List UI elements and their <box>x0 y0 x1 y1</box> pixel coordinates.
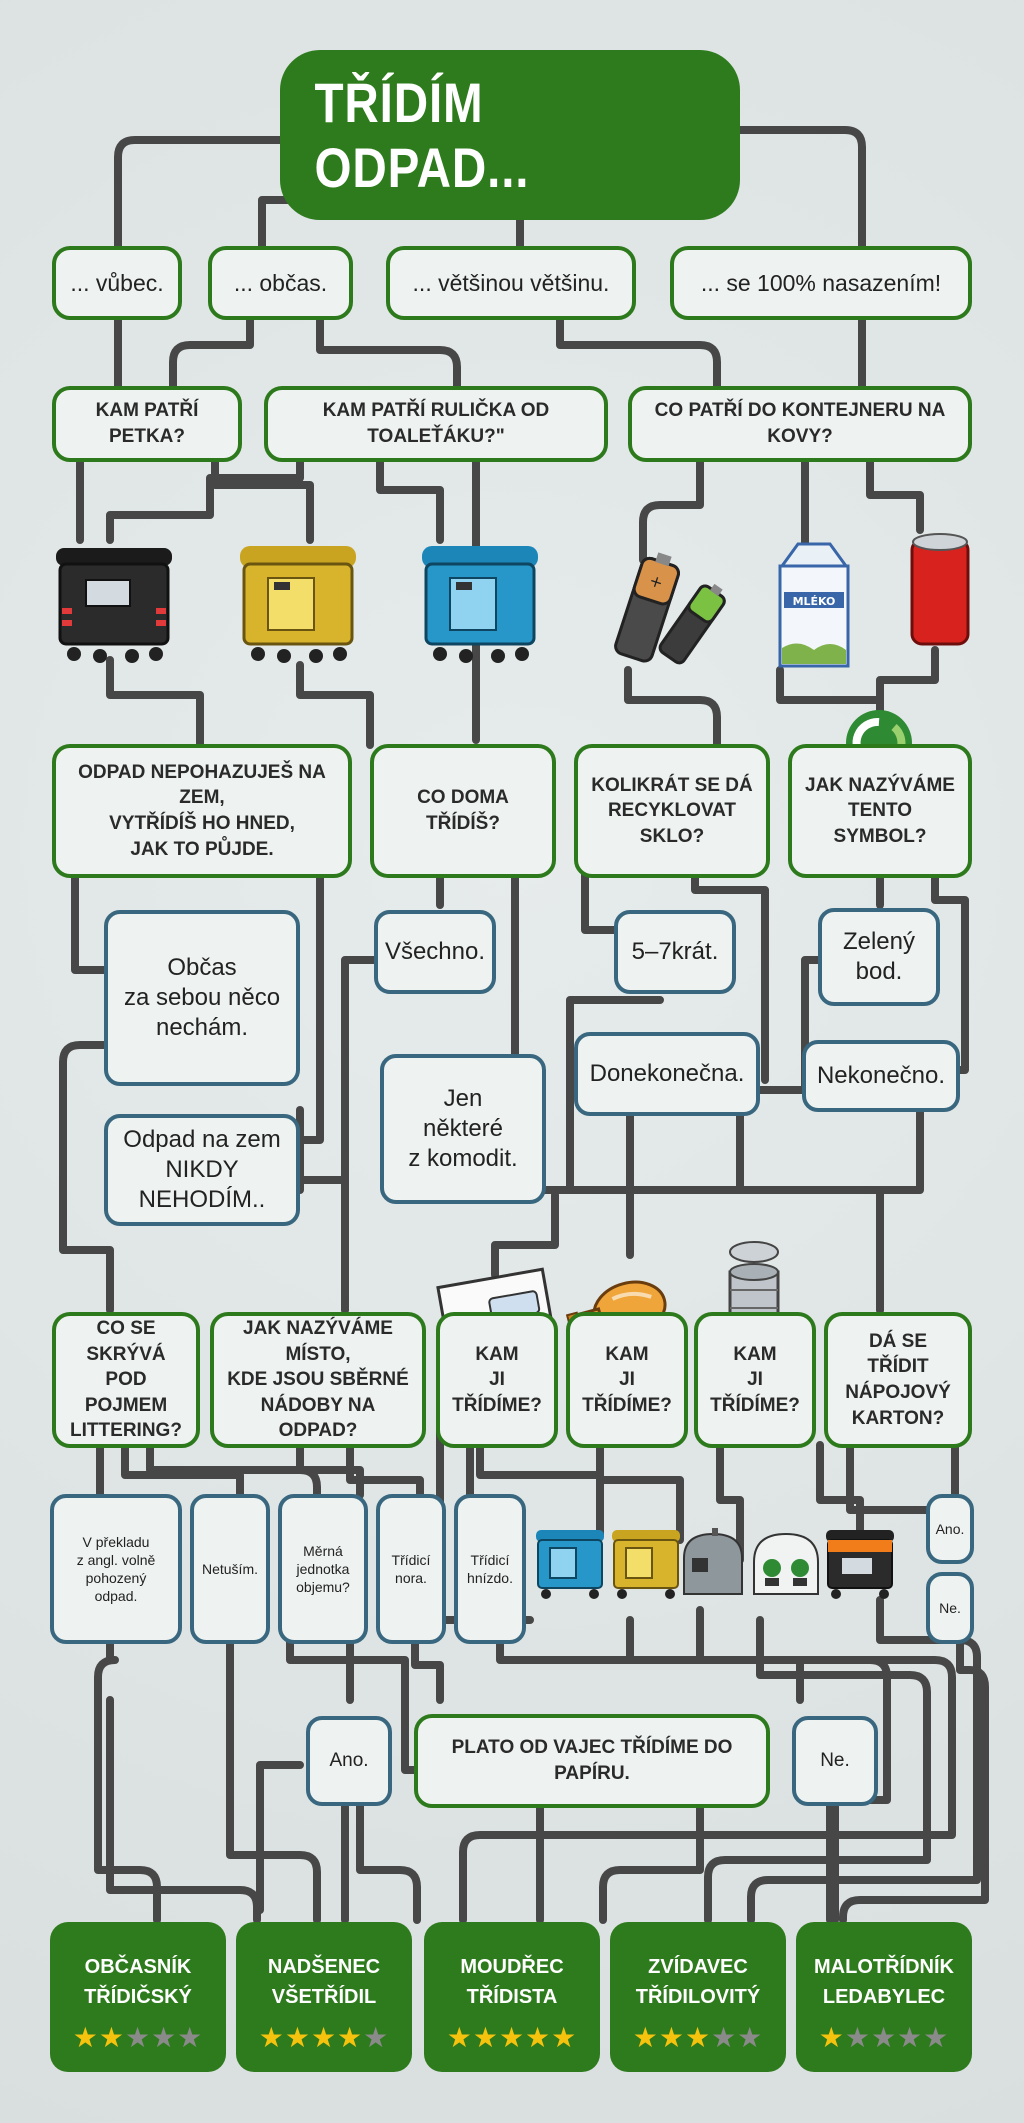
small-blue-bin-icon[interactable] <box>532 1524 608 1604</box>
star-filled-icon: ★ <box>818 2022 845 2053</box>
question-rulicka: KAM PATŘÍ RULIČKA OD TOALEŤÁKU?" <box>264 386 608 462</box>
star-empty-icon: ★ <box>151 2022 178 2053</box>
answer-litter-never[interactable]: Odpad na zem NIKDY NEHODÍM.. <box>104 1114 300 1226</box>
star-empty-icon: ★ <box>124 2022 152 2053</box>
star-empty-icon: ★ <box>870 2022 898 2053</box>
small-grey-bell-bin-icon[interactable] <box>678 1524 748 1604</box>
question-kovy: CO PATŘÍ DO KONTEJNERU NA KOVY? <box>628 386 972 462</box>
star-filled-icon: ★ <box>446 2022 473 2053</box>
question-petka: KAM PATŘÍ PETKA? <box>52 386 242 462</box>
star-filled-icon: ★ <box>284 2022 311 2053</box>
star-filled-icon: ★ <box>684 2022 712 2053</box>
star-filled-icon: ★ <box>632 2022 659 2053</box>
small-white-bell-bin-icon[interactable] <box>748 1524 824 1604</box>
result-moudrec: MOUDŘEC TŘÍDISTA★★★★★ <box>424 1922 600 2072</box>
star-empty-icon: ★ <box>737 2022 764 2053</box>
battery-icon: + <box>614 552 726 665</box>
freq-full[interactable]: ... se 100% nasazením! <box>670 246 972 320</box>
star-rating: ★★★★★ <box>610 2021 786 2054</box>
star-rating: ★★★★★ <box>236 2021 412 2054</box>
answer-tridici-nora[interactable]: Třídicí nora. <box>376 1494 446 1644</box>
black-bin-icon <box>56 548 172 663</box>
star-rating: ★★★★★ <box>424 2021 600 2054</box>
blue-bin-icon <box>422 546 538 663</box>
star-filled-icon: ★ <box>258 2022 285 2053</box>
answer-netusim[interactable]: Netuším. <box>190 1494 270 1644</box>
star-filled-icon: ★ <box>525 2022 552 2053</box>
star-filled-icon: ★ <box>337 2022 364 2053</box>
answer-carton-yes[interactable]: Ano. <box>926 1494 974 1564</box>
star-filled-icon: ★ <box>310 2022 338 2053</box>
answer-tridici-hnizdo[interactable]: Třídicí hnízdo. <box>454 1494 526 1644</box>
result-zvidavec: ZVÍDAVEC TŘÍDILOVITÝ★★★★★ <box>610 1922 786 2072</box>
freq-sometimes[interactable]: ... občas. <box>208 246 353 320</box>
star-empty-icon: ★ <box>897 2022 924 2053</box>
star-empty-icon: ★ <box>363 2022 390 2053</box>
answer-glass-infinite[interactable]: Donekonečna. <box>574 1032 760 1116</box>
question-kam-plechovka: KAM JI TŘÍDÍME? <box>694 1312 816 1448</box>
star-filled-icon: ★ <box>472 2022 499 2053</box>
page-title: TŘÍDÍM ODPAD... <box>280 50 740 220</box>
question-sberne-misto: JAK NAZÝVÁME MÍSTO, KDE JSOU SBĚRNÉ NÁDO… <box>210 1312 426 1448</box>
result-obcasnik: OBČASNÍK TŘÍDIČSKÝ★★★★★ <box>50 1922 226 2072</box>
small-yellow-bin-icon[interactable] <box>608 1524 684 1604</box>
answer-littering-meaning[interactable]: V překladu z angl. volně pohozený odpad. <box>50 1494 182 1644</box>
answer-home-all[interactable]: Všechno. <box>374 910 496 994</box>
question-plato-od-vajec: PLATO OD VAJEC TŘÍDÍME DO PAPÍRU. <box>414 1714 770 1808</box>
answer-egg-yes[interactable]: Ano. <box>306 1716 392 1806</box>
answer-merna-jednotka[interactable]: Měrná jednotka objemu? <box>278 1494 368 1644</box>
answer-symbol-infinity[interactable]: Nekonečno. <box>802 1040 960 1112</box>
star-empty-icon: ★ <box>711 2022 738 2053</box>
milk-label: MLÉKO <box>793 595 836 608</box>
answer-glass-5-7[interactable]: 5–7krát. <box>614 910 736 994</box>
star-rating: ★★★★★ <box>796 2021 972 2054</box>
question-napojovy-karton: DÁ SE TŘÍDIT NÁPOJOVÝ KARTON? <box>824 1312 972 1448</box>
svg-text:+: + <box>647 571 666 593</box>
answer-symbol-green-dot[interactable]: Zelený bod. <box>818 908 940 1006</box>
yellow-bin-icon <box>240 546 356 663</box>
result-nadsenec: NADŠENEC VŠETŘÍDIL★★★★★ <box>236 1922 412 2072</box>
question-symbol: JAK NAZÝVÁME TENTO SYMBOL? <box>788 744 972 878</box>
question-kam-obalka: KAM JI TŘÍDÍME? <box>436 1312 558 1448</box>
milk-carton-icon: MLÉKO <box>778 542 850 668</box>
star-empty-icon: ★ <box>844 2022 871 2053</box>
star-rating: ★★★★★ <box>50 2021 226 2054</box>
answer-litter-sometimes[interactable]: Občas za sebou něco nechám. <box>104 910 300 1086</box>
star-empty-icon: ★ <box>177 2022 204 2053</box>
star-empty-icon: ★ <box>923 2022 950 2053</box>
star-filled-icon: ★ <box>551 2022 578 2053</box>
result-malotridnik: MALOTŘÍDNÍK LEDABYLEC★★★★★ <box>796 1922 972 2072</box>
soda-can-icon <box>910 533 970 646</box>
star-filled-icon: ★ <box>72 2022 99 2053</box>
freq-mostly[interactable]: ... většinou většinu. <box>386 246 636 320</box>
star-filled-icon: ★ <box>658 2022 685 2053</box>
question-littering: CO SE SKRÝVÁ POD POJMEM LITTERING? <box>52 1312 200 1448</box>
answer-home-some[interactable]: Jen některé z komodit. <box>380 1054 546 1204</box>
freq-never[interactable]: ... vůbec. <box>52 246 182 320</box>
question-co-doma-tridis: CO DOMA TŘÍDÍŠ? <box>370 744 556 878</box>
question-odpad-nepohazujes: ODPAD NEPOHAZUJEŠ NA ZEM, VYTŘÍDÍŠ HO HN… <box>52 744 352 878</box>
star-filled-icon: ★ <box>498 2022 526 2053</box>
small-orange-bin-icon[interactable] <box>822 1524 898 1604</box>
question-kolikrat-sklo: KOLIKRÁT SE DÁ RECYKLOVAT SKLO? <box>574 744 770 878</box>
answer-egg-no[interactable]: Ne. <box>792 1716 878 1806</box>
answer-carton-no[interactable]: Ne. <box>926 1572 974 1644</box>
question-kam-lahev: KAM JI TŘÍDÍME? <box>566 1312 688 1448</box>
star-filled-icon: ★ <box>98 2022 125 2053</box>
